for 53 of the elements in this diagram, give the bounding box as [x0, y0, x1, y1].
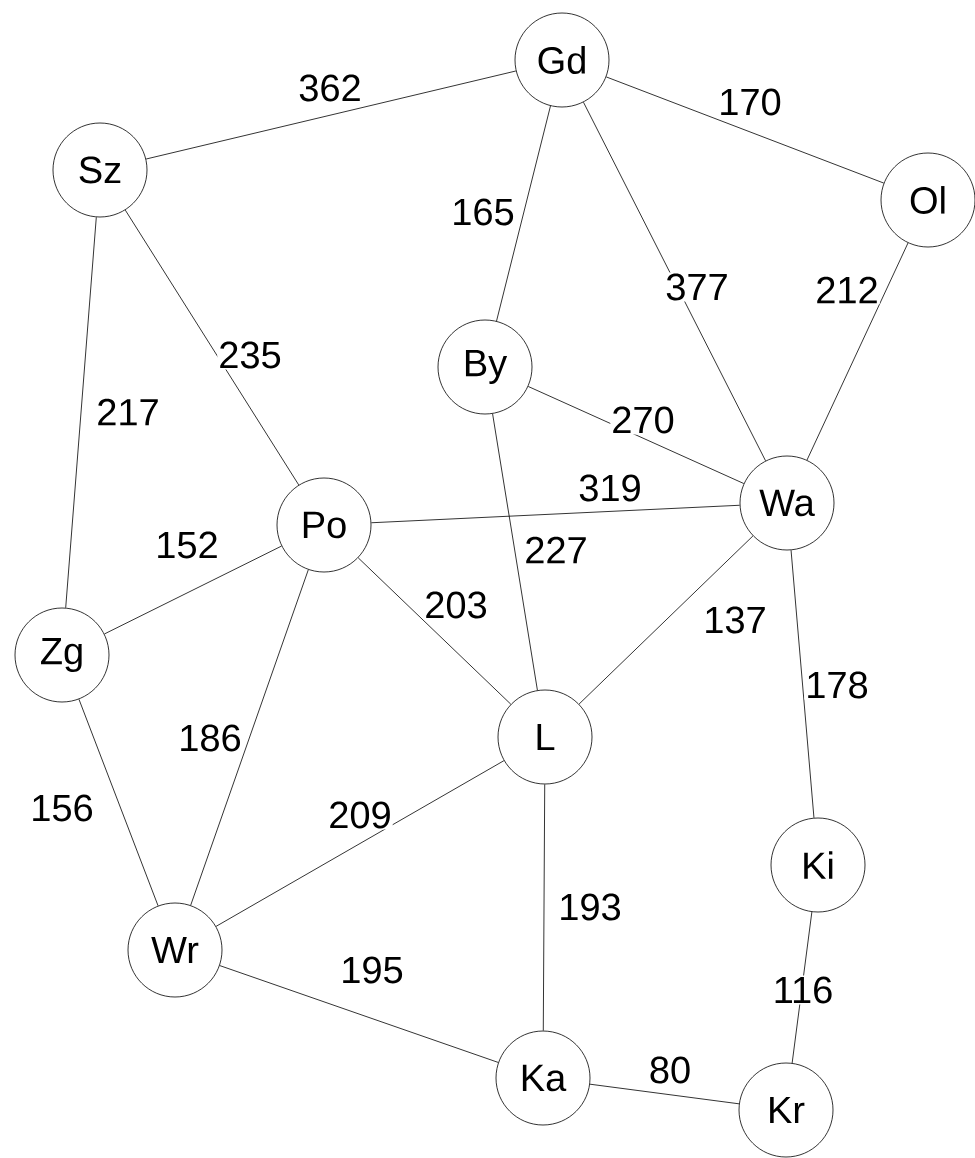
- edge-label: 235: [217, 340, 283, 370]
- edge-label: 195: [339, 955, 405, 985]
- graph-node: Wr: [127, 902, 223, 998]
- graph-node: Kr: [738, 1062, 834, 1158]
- edge-line: [790, 549, 815, 819]
- edge-line: [145, 70, 517, 160]
- edge-label: 116: [771, 975, 835, 1005]
- edge-label: 80: [647, 1055, 693, 1085]
- edge-line: [492, 413, 538, 691]
- edge-label: 270: [610, 405, 676, 435]
- graph-node: Sz: [52, 122, 148, 218]
- edge-label: 152: [154, 530, 220, 560]
- graph-node: Ki: [770, 817, 866, 913]
- edge-line: [578, 535, 754, 705]
- edge-line: [357, 557, 512, 705]
- edge-line: [104, 545, 282, 635]
- edge-label: 227: [523, 535, 589, 565]
- graph-node: L: [497, 689, 593, 785]
- edge-label: 362: [297, 73, 363, 103]
- edge-label: 186: [177, 723, 243, 753]
- edge-label: 217: [95, 397, 161, 427]
- edge-line: [65, 216, 97, 609]
- edge-label: 137: [702, 605, 768, 635]
- edge-line: [583, 101, 766, 462]
- edge-line: [806, 242, 909, 461]
- edge-line: [542, 784, 546, 1031]
- graph-node: Gd: [514, 12, 610, 108]
- edge-line: [370, 504, 741, 524]
- edge-line: [78, 698, 159, 907]
- edge-line: [605, 76, 885, 184]
- edge-label: 193: [557, 892, 623, 922]
- edge-line: [219, 965, 499, 1063]
- edge-label: 178: [804, 670, 870, 700]
- graph-node: Po: [276, 477, 372, 573]
- graph-node: Wa: [739, 455, 835, 551]
- edge-label: 319: [577, 473, 643, 503]
- edge-line: [190, 569, 309, 906]
- graph-node: Ka: [495, 1030, 591, 1126]
- edge-line: [589, 1083, 740, 1105]
- edge-label: 377: [664, 272, 730, 302]
- graph-node: Zg: [14, 607, 110, 703]
- graph-node: Ol: [880, 152, 975, 248]
- edge-label: 203: [423, 590, 489, 620]
- edge-line: [496, 105, 551, 322]
- edge-label: 212: [814, 275, 880, 305]
- edge-line: [124, 209, 300, 486]
- edge-label: 165: [450, 197, 516, 227]
- graph-node: By: [437, 319, 533, 415]
- edge-label: 170: [717, 87, 783, 117]
- edge-line: [527, 386, 745, 484]
- edge-label: 209: [327, 800, 393, 830]
- edge-line: [215, 760, 505, 927]
- edge-label: 156: [29, 793, 95, 823]
